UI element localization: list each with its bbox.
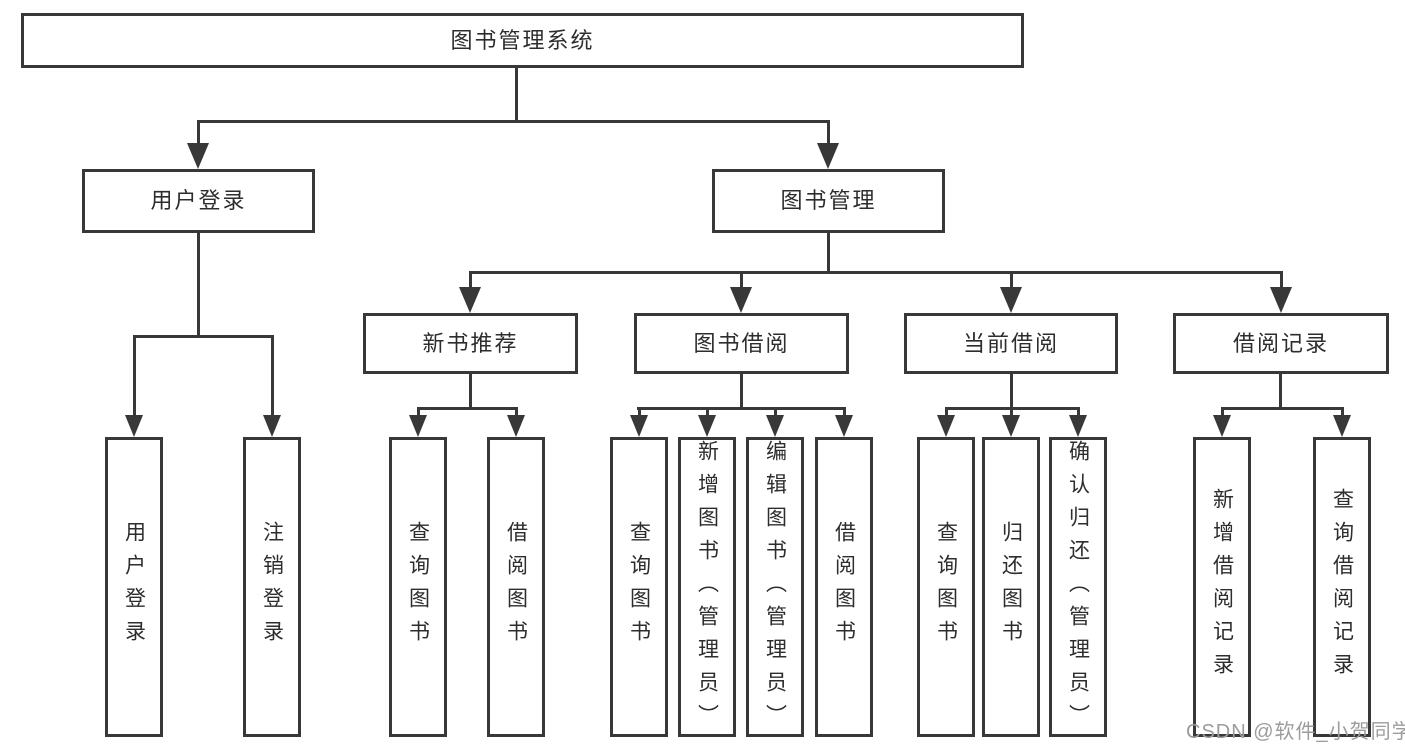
node-user-login-label: 用户登录 — [150, 188, 247, 213]
leaf-add-book-admin-label: 新增图书（管理员） — [695, 440, 719, 737]
leaf-query-books-current-label: 查询图书 — [934, 521, 958, 653]
leaf-query-books-current: 查询图书 — [917, 437, 975, 737]
connector-line — [637, 407, 846, 410]
connector-line — [515, 68, 518, 123]
leaf-query-books-recommend: 查询图书 — [389, 437, 447, 737]
arrow-down-icon — [409, 415, 427, 437]
node-root: 图书管理系统 — [21, 13, 1024, 68]
connector-line — [1279, 374, 1282, 410]
leaf-return-books: 归还图书 — [982, 437, 1040, 737]
leaf-add-book-admin: 新增图书（管理员） — [678, 437, 736, 737]
leaf-query-books-borrowing: 查询图书 — [610, 437, 668, 737]
arrow-down-icon — [1002, 415, 1020, 437]
leaf-query-books-borrowing-label: 查询图书 — [627, 521, 651, 653]
leaf-logout-label: 注销登录 — [260, 521, 284, 653]
connector-line — [774, 407, 777, 419]
connector-line — [197, 120, 830, 123]
arrow-down-icon — [1000, 287, 1022, 313]
arrow-down-icon — [507, 415, 525, 437]
connector-line — [417, 407, 420, 419]
arrow-down-icon — [263, 415, 281, 437]
connector-line — [740, 374, 743, 410]
node-book-management: 图书管理 — [712, 169, 945, 233]
connector-line — [1221, 407, 1224, 419]
connector-line — [706, 407, 709, 419]
leaf-edit-book-admin-label: 编辑图书（管理员） — [763, 440, 787, 737]
arrow-down-icon — [1213, 415, 1231, 437]
node-root-label: 图书管理系统 — [450, 27, 595, 53]
node-borrow-records-label: 借阅记录 — [1232, 330, 1329, 356]
arrow-down-icon — [187, 143, 209, 169]
arrow-down-icon — [1270, 287, 1292, 313]
connector-line — [417, 407, 518, 410]
node-current-borrowing: 当前借阅 — [904, 313, 1118, 374]
connector-line — [843, 407, 846, 419]
leaf-query-borrow-record: 查询借阅记录 — [1313, 437, 1371, 737]
leaf-logout: 注销登录 — [243, 437, 301, 737]
connector-line — [1280, 271, 1283, 292]
connector-line — [1221, 407, 1344, 410]
connector-line — [133, 335, 136, 419]
arrow-down-icon — [730, 287, 752, 313]
leaf-confirm-return-admin-label: 确认归还（管理员） — [1066, 440, 1090, 737]
leaf-edit-book-admin: 编辑图书（管理员） — [746, 437, 804, 737]
arrow-down-icon — [766, 415, 784, 437]
arrow-down-icon — [459, 287, 481, 313]
connector-line — [827, 233, 830, 274]
connector-line — [271, 335, 274, 419]
leaf-borrow-books-borrowing: 借阅图书 — [815, 437, 873, 737]
watermark: CSDN @软件_小贺同学 — [1186, 721, 1405, 743]
connector-line — [1010, 271, 1013, 292]
arrow-down-icon — [937, 415, 955, 437]
connector-line — [133, 335, 274, 338]
arrow-down-icon — [698, 415, 716, 437]
leaf-borrow-books-recommend-label: 借阅图书 — [504, 521, 528, 653]
connector-line — [638, 407, 641, 419]
leaf-query-borrow-record-label: 查询借阅记录 — [1330, 488, 1354, 686]
connector-line — [740, 271, 743, 292]
node-borrow-records: 借阅记录 — [1173, 313, 1389, 374]
leaf-query-books-recommend-label: 查询图书 — [406, 521, 430, 653]
connector-line — [945, 407, 948, 419]
leaf-add-borrow-record-label: 新增借阅记录 — [1210, 488, 1234, 686]
connector-line — [197, 120, 200, 148]
connector-line — [469, 374, 472, 410]
node-book-borrowing: 图书借阅 — [634, 313, 849, 374]
connector-line — [515, 407, 518, 419]
node-book-borrowing-label: 图书借阅 — [693, 330, 790, 356]
arrow-down-icon — [835, 415, 853, 437]
arrow-down-icon — [630, 415, 648, 437]
arrow-down-icon — [817, 143, 839, 169]
arrow-down-icon — [1333, 415, 1351, 437]
leaf-return-books-label: 归还图书 — [999, 521, 1023, 653]
arrow-down-icon — [125, 415, 143, 437]
leaf-user-login: 用户登录 — [105, 437, 163, 737]
connector-line — [827, 120, 830, 148]
node-current-borrowing-label: 当前借阅 — [962, 330, 1059, 356]
node-book-management-label: 图书管理 — [780, 188, 877, 213]
leaf-confirm-return-admin: 确认归还（管理员） — [1049, 437, 1107, 737]
node-new-book-recommend: 新书推荐 — [363, 313, 578, 374]
node-new-book-recommend-label: 新书推荐 — [422, 330, 519, 356]
connector-line — [197, 233, 200, 338]
connector-line — [1010, 407, 1013, 419]
connector-line — [469, 271, 1283, 274]
leaf-borrow-books-borrowing-label: 借阅图书 — [832, 521, 856, 653]
leaf-add-borrow-record: 新增借阅记录 — [1193, 437, 1251, 737]
connector-line — [1077, 407, 1080, 419]
leaf-borrow-books-recommend: 借阅图书 — [487, 437, 545, 737]
arrow-down-icon — [1069, 415, 1087, 437]
connector-line — [1010, 374, 1013, 410]
leaf-user-login-label: 用户登录 — [122, 521, 146, 653]
connector-line — [469, 271, 472, 292]
connector-line — [1341, 407, 1344, 419]
node-user-login: 用户登录 — [82, 169, 315, 233]
